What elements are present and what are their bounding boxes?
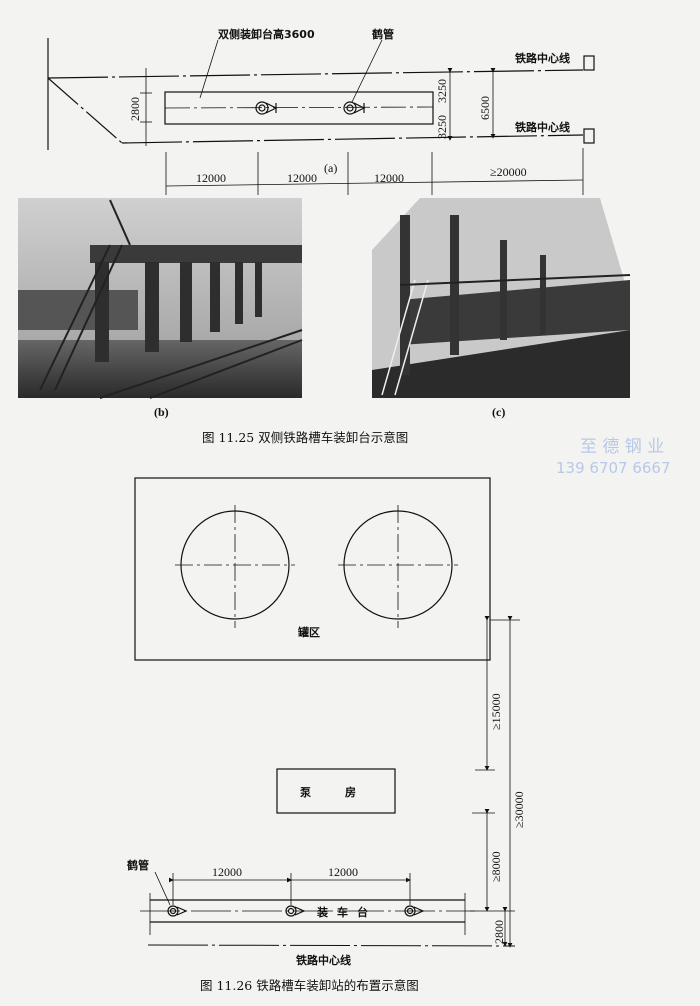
dim-30000: ≥30000 — [512, 791, 526, 828]
dim-2800-b: 2800 — [492, 920, 506, 944]
loading-platform-label-1: 装 — [316, 905, 328, 919]
caption-figure-11-26: 图 11.26 铁路槽车装卸站的布置示意图 — [200, 978, 419, 993]
crane-pipe-icon — [255, 101, 278, 115]
dim-15000: ≥15000 — [489, 693, 503, 730]
rail-centerline-label: 铁路中心线 — [296, 953, 351, 967]
photo-c — [372, 198, 631, 398]
loading-platform-label-2: 车 — [337, 905, 348, 919]
watermark-phone: 139 6707 6667 — [556, 459, 671, 477]
dim-20000: ≥20000 — [490, 165, 527, 179]
rail-centerline-label-top: 铁路中心线 — [515, 51, 570, 65]
figure-11-26-diagram — [134, 477, 520, 948]
pump-room-label-1: 泵 — [300, 786, 311, 799]
dim-12000-3: 12000 — [374, 171, 404, 185]
dim-12000-a: 12000 — [212, 865, 242, 879]
crane-pipe-label-2: 鹤管 — [127, 858, 149, 872]
sublabel-b: (b) — [154, 405, 169, 419]
photo-b — [18, 198, 303, 399]
crane-pipe-label: 鹤管 — [372, 27, 394, 41]
crane-pipe-icon — [404, 905, 425, 917]
rail-centerline-label-bottom: 铁路中心线 — [515, 120, 570, 134]
sublabel-c: (c) — [492, 405, 505, 419]
loading-platform-label-3: 台 — [357, 905, 368, 919]
dim-2800: 2800 — [128, 97, 142, 121]
dim-3250-bottom: 3250 — [435, 115, 449, 139]
pump-room-label-2: 房 — [345, 785, 356, 799]
crane-pipe-icon — [343, 101, 366, 115]
dim-12000-1: 12000 — [196, 171, 226, 185]
caption-figure-11-25: 图 11.25 双侧铁路槽车装卸台示意图 — [202, 430, 408, 445]
figure-a-diagram — [47, 38, 595, 195]
sublabel-a: (a) — [324, 161, 337, 175]
watermark-name: 至 德 钢 业 — [580, 437, 664, 457]
dim-3250-top: 3250 — [435, 79, 449, 103]
platform-height-label: 双侧装卸台高3600 — [218, 27, 315, 41]
tank-area-label: 罐区 — [297, 625, 320, 639]
crane-pipe-icon — [167, 905, 188, 917]
dim-12000-2: 12000 — [287, 171, 317, 185]
dim-12000-b: 12000 — [328, 865, 358, 879]
dim-6500: 6500 — [478, 96, 492, 120]
crane-pipe-icon — [285, 905, 306, 917]
dim-8000: ≥8000 — [489, 851, 503, 882]
